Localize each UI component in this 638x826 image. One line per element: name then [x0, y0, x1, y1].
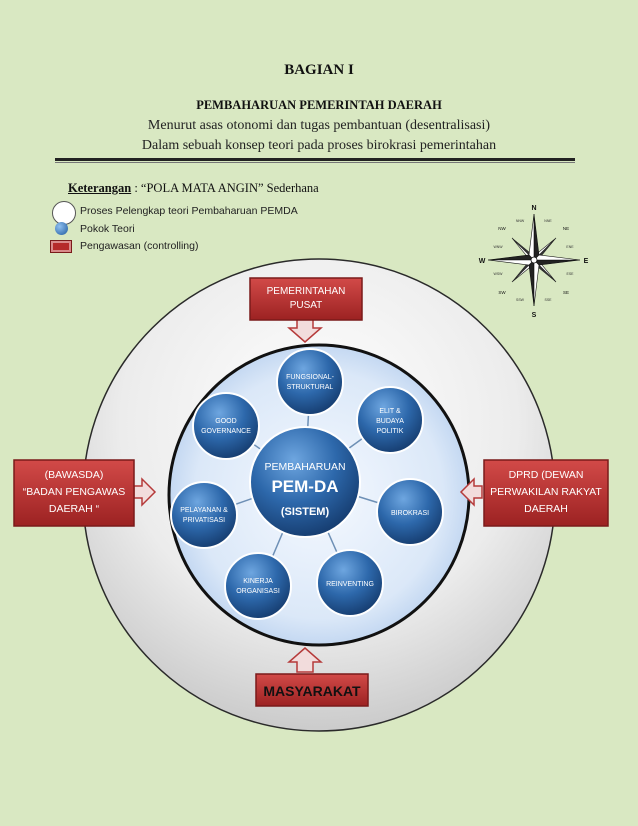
compass-sse: SSE [544, 298, 552, 302]
arrow-right-icon [133, 477, 157, 507]
node-pelayanan-l1: PELAYANAN & [180, 507, 228, 514]
compass-w: W [479, 258, 486, 265]
compass-se: SE [563, 290, 569, 295]
compass-ene: ENE [566, 245, 574, 249]
node-kinerja-l1: KINERJA [243, 578, 273, 585]
box-right-l3: DAERAH [524, 503, 568, 515]
box-bottom-l1: MASYARAKAT [263, 683, 361, 699]
compass-ne: NE [563, 226, 569, 231]
subtitle-line-1: Menurut asas otonomi dan tugas pembantua… [147, 118, 491, 133]
box-top-l2: PUSAT [290, 300, 323, 311]
legend-item-pokok: Pokok Teori [80, 223, 135, 235]
node-good-l1: GOOD [215, 418, 236, 425]
compass-ssw: SSW [516, 298, 525, 302]
node-pelayanan-l2: PRIVATISASI [183, 517, 225, 524]
white-circle-icon [52, 201, 76, 225]
center-label-1: PEMBAHARUAN [264, 461, 345, 473]
box-left-l1: (BAWASDA) [45, 469, 104, 481]
red-box-icon [50, 240, 72, 253]
node-elit-l2: BUDAYA [376, 418, 404, 425]
box-right-l1: DPRD (DEWAN [509, 469, 584, 481]
node-birokrasi-l1: BIROKRASI [391, 510, 429, 517]
compass-nnw: NNW [516, 219, 525, 223]
node-kinerja-l2: ORGANISASI [236, 588, 280, 595]
section-subtitle: PEMBAHARUAN PEMERINTAH DAERAH [196, 98, 442, 112]
node-good: GOOD GOVERNANCE [192, 392, 260, 460]
node-fungsional: FUNGSIONAL- STRUKTURAL [276, 348, 344, 416]
section-title: BAGIAN I [284, 62, 354, 78]
node-elit-l1: ELIT & [379, 408, 401, 415]
center-label-2: PEM-DA [271, 477, 338, 496]
center-label-3: (SISTEM) [281, 506, 330, 518]
box-masyarakat [255, 673, 369, 707]
node-good-l2: GOVERNANCE [201, 428, 251, 435]
box-right-l2: PERWAKILAN RAKYAT [490, 486, 602, 498]
compass-sw: SW [498, 290, 506, 295]
box-left-l3: DAERAH “ [49, 503, 100, 515]
keterangan-note: Keterangan : “POLA MATA ANGIN” Sederhana [68, 181, 319, 196]
legend-item-proses: Proses Pelengkap teori Pembaharuan PEMDA [80, 205, 298, 217]
compass-wnw: WNW [493, 245, 503, 249]
arrows [133, 317, 483, 673]
node-fungsional-l2: STRUKTURAL [287, 384, 334, 391]
compass-s: S [532, 312, 537, 319]
arrow-up-icon [287, 647, 323, 673]
compass-wsw: WSW [494, 272, 504, 276]
box-dprd [483, 459, 609, 527]
node-elit-l3: POLITIK [377, 428, 404, 435]
center-ball [249, 426, 361, 538]
box-pemerintahan-pusat [249, 277, 363, 321]
node-reinventing-l1: REINVENTING [326, 581, 374, 588]
legend-item-pengawasan: Pengawasan (controlling) [80, 240, 199, 252]
compass-n: N [531, 205, 536, 212]
node-kinerja: KINERJA ORGANISASI [224, 552, 292, 620]
compass-ese: ESE [566, 272, 574, 276]
blue-ball-icon [55, 222, 68, 235]
node-fungsional-l1: FUNGSIONAL- [286, 374, 335, 381]
box-left-l2: “BADAN PENGAWAS [23, 486, 126, 498]
divider-thin [55, 162, 575, 163]
keterangan-text: : “POLA MATA ANGIN” Sederhana [134, 181, 319, 195]
compass-nw: NW [498, 226, 506, 231]
node-birokrasi: BIROKRASI [376, 478, 444, 546]
keterangan-label: Keterangan [68, 181, 132, 195]
subtitle-line-2: Dalam sebuah konsep teori pada proses bi… [141, 138, 497, 153]
compass-nne: NNE [544, 219, 552, 223]
box-bawasda [13, 459, 135, 527]
node-pelayanan: PELAYANAN & PRIVATISASI [170, 481, 238, 549]
compass-rose-icon: N S E W NE NW SE SW NNE NNW ENE WNW ESE … [479, 205, 589, 319]
divider [55, 158, 575, 161]
compass-e: E [584, 258, 589, 265]
arrow-left-icon [459, 477, 483, 507]
node-reinventing: REINVENTING [316, 549, 384, 617]
node-elit: ELIT & BUDAYA POLITIK [356, 386, 424, 454]
box-top-l1: PEMERINTAHAN [267, 286, 346, 297]
